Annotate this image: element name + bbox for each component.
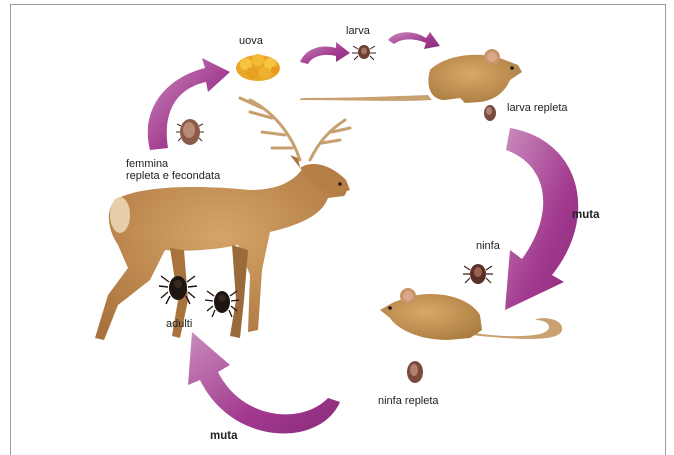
- engorged-nymph-label: ninfa repleta: [378, 395, 439, 408]
- molt-label-bottom: muta: [210, 430, 237, 443]
- eggs-label: uova: [239, 35, 263, 48]
- engorged-larva-label: larva repleta: [507, 102, 568, 115]
- tick-icon: [159, 276, 197, 304]
- molt-label-right: muta: [572, 209, 599, 222]
- mouse-icon: [300, 49, 522, 103]
- tick-icon: [407, 361, 423, 383]
- nymph-label: ninfa: [476, 240, 500, 253]
- larva-label: larva: [346, 25, 370, 38]
- eggs-icon: [236, 54, 280, 81]
- cycle-arrow-icon: [388, 32, 440, 49]
- cycle-arrow-icon: [188, 332, 340, 433]
- tick-icon: [352, 45, 376, 60]
- cycle-arrow-icon: [300, 42, 350, 64]
- tick-icon: [463, 264, 493, 284]
- adults-label: adulti: [166, 318, 192, 331]
- tick-icon: [176, 119, 204, 145]
- tick-icon: [484, 105, 496, 121]
- female-label-line2: repleta e fecondata: [126, 170, 220, 183]
- cycle-arrow-icon: [505, 128, 578, 310]
